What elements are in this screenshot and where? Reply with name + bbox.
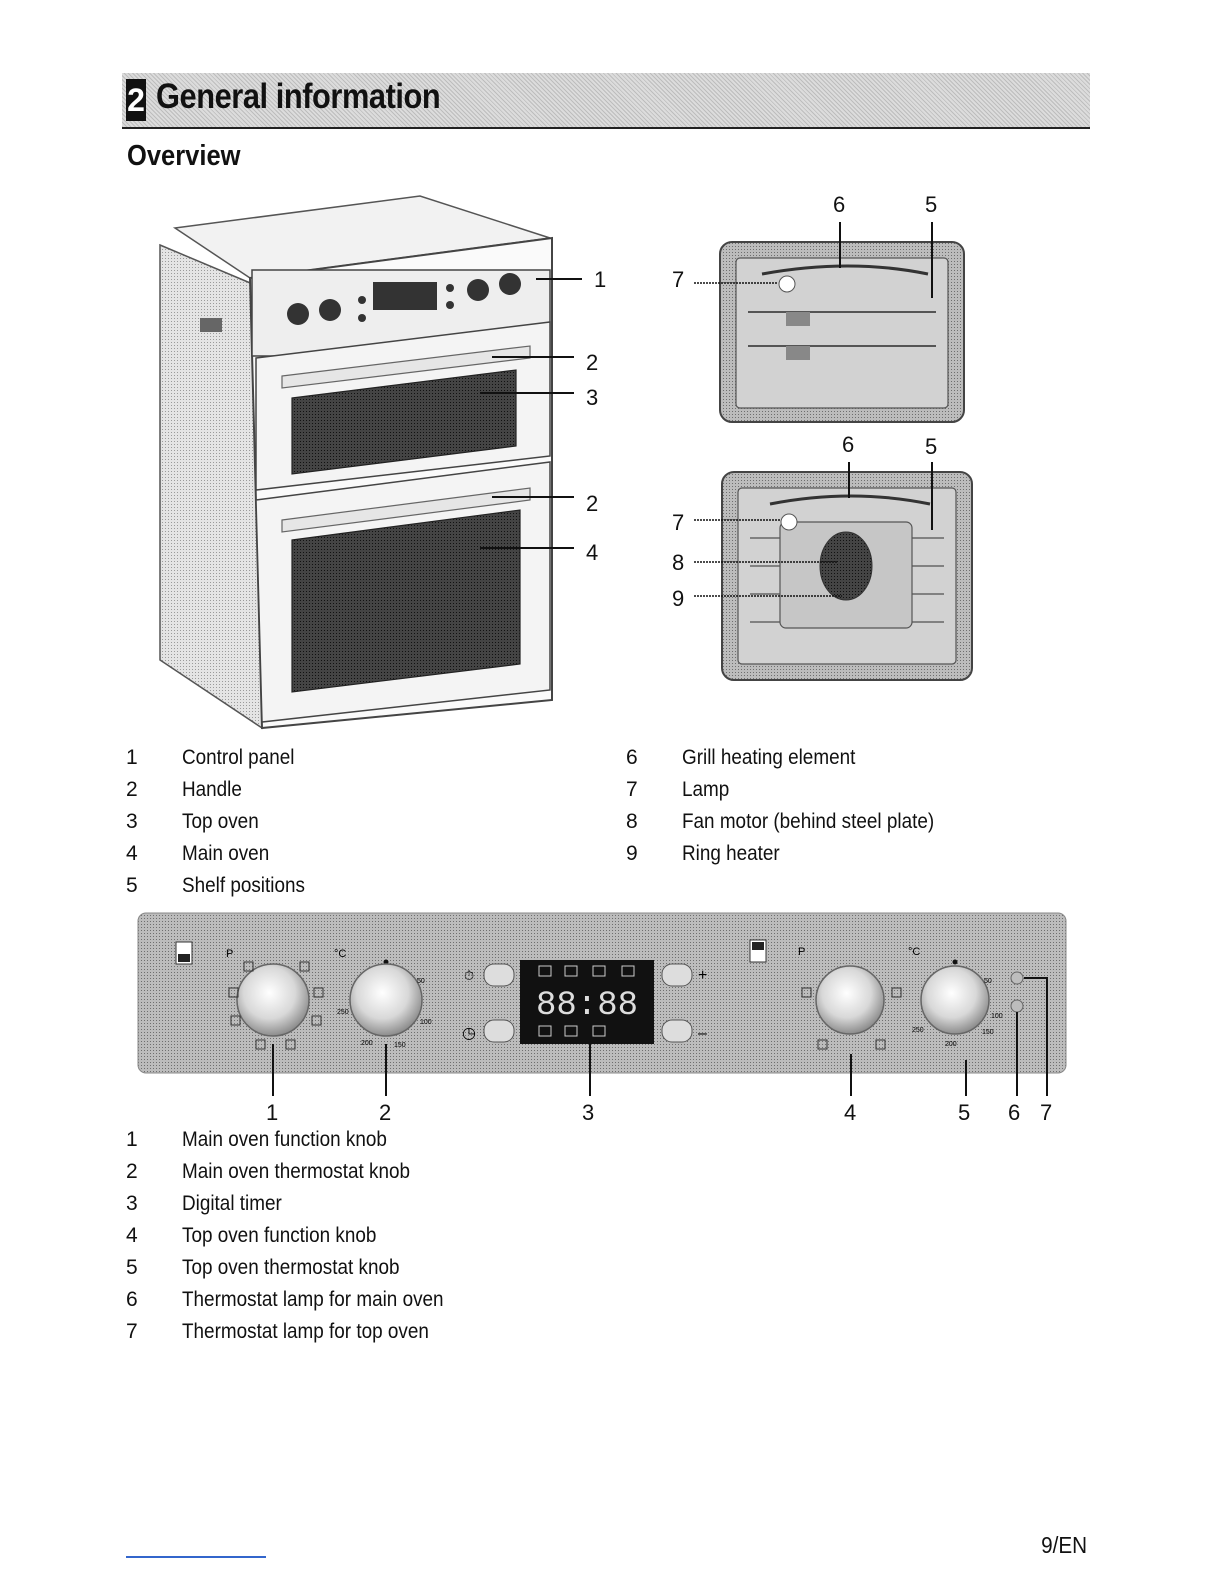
panel-callout-1: 1 (266, 1100, 278, 1125)
main-oven-handle (281, 487, 531, 533)
timer-mode-button[interactable] (483, 963, 515, 987)
top-thermostat-scale-100: 100 (991, 1013, 1003, 1020)
chapter-header: 2 General information (122, 73, 1090, 129)
digital-timer-display (520, 960, 654, 1044)
callout-ring-heater: 9 (672, 586, 684, 611)
panel-knob (467, 279, 489, 301)
side-vent (200, 318, 222, 332)
callout-fan: 8 (672, 550, 684, 575)
top-thermostat-scale-150: 150 (982, 1029, 994, 1036)
panel-knob (287, 303, 309, 325)
top-thermostat-scale-200: 200 (945, 1041, 957, 1048)
main-function-knob-mark: P (226, 948, 233, 960)
timer-digits: 88:88 (536, 987, 638, 1025)
timer-plus-button[interactable] (661, 963, 693, 987)
top-thermostat-scale-250: 250 (912, 1027, 924, 1034)
callout-handle: 2 (586, 491, 598, 516)
main-oven-cavity: 6 5 7 8 9 (672, 432, 973, 681)
minus-label: – (698, 1025, 707, 1042)
timer-clock-button[interactable] (483, 1019, 515, 1043)
top-thermostat-scale-50: 50 (984, 978, 992, 985)
lamp-icon (778, 275, 796, 293)
panel-callout-5: 5 (958, 1100, 970, 1125)
oven-illustration: 1 2 3 2 4 (159, 195, 606, 730)
top-oven-cavity: 6 5 7 (672, 192, 965, 423)
oven-timer-display (373, 282, 437, 310)
callout-shelf: 5 (925, 434, 937, 459)
main-thermostat-scale-100: 100 (420, 1019, 432, 1026)
callout-lamp: 7 (672, 510, 684, 535)
top-function-knob-mark: P (798, 946, 805, 958)
top-thermostat-unit: °C (908, 946, 920, 958)
main-thermostat-scale-200: 200 (361, 1040, 373, 1047)
main-oven-window (291, 509, 521, 693)
top-oven-function-knob[interactable] (815, 965, 885, 1035)
main-oven-thermostat-knob[interactable] (349, 963, 423, 1037)
timer-minus-button[interactable] (661, 1019, 693, 1043)
page-number: 9/EN (1040, 1532, 1087, 1558)
panel-callout-2: 2 (379, 1100, 391, 1125)
callout-grill: 6 (833, 192, 845, 217)
main-oven-thermostat-lamp (1010, 999, 1024, 1013)
main-thermostat-scale-150: 150 (394, 1042, 406, 1049)
lamp-icon (780, 513, 798, 531)
main-thermostat-scale-50: 50 (417, 978, 425, 985)
callout-shelf: 5 (925, 192, 937, 217)
callout-handle: 2 (586, 350, 598, 375)
callout-lamp: 7 (672, 267, 684, 292)
plus-label: + (698, 967, 707, 984)
fan-plate (819, 531, 873, 601)
grill-element (761, 264, 929, 276)
main-oven-function-knob[interactable] (236, 963, 310, 1037)
callout-grill: 6 (842, 432, 854, 457)
top-oven-thermostat-knob[interactable] (920, 965, 990, 1035)
footer-divider (126, 1556, 266, 1558)
panel-callout-7: 7 (1040, 1100, 1052, 1125)
callout-control-panel: 1 (594, 267, 606, 292)
panel-knob (499, 273, 521, 295)
clock-adjust-icon: ⏱ (464, 968, 474, 983)
main-thermostat-scale-250: 250 (337, 1009, 349, 1016)
panel-callout-4: 4 (844, 1100, 856, 1125)
panel-knob (319, 299, 341, 321)
section-title: Overview (127, 140, 241, 172)
callout-top-oven: 3 (586, 385, 598, 410)
main-thermostat-unit: °C (334, 948, 346, 960)
grill-element (769, 494, 931, 506)
panel-callout-3: 3 (582, 1100, 594, 1125)
chapter-title: General information (156, 77, 441, 116)
clock-icon: ◷ (462, 1025, 476, 1042)
top-oven-window (291, 369, 517, 475)
chapter-number: 2 (126, 79, 146, 121)
panel-callout-6: 6 (1008, 1100, 1020, 1125)
callout-main-oven: 4 (586, 540, 598, 565)
top-oven-thermostat-lamp (1010, 971, 1024, 985)
control-panel-figure: P °C 50 100 150 200 250 ⏱ ◷ 88:88 (137, 912, 1067, 1125)
